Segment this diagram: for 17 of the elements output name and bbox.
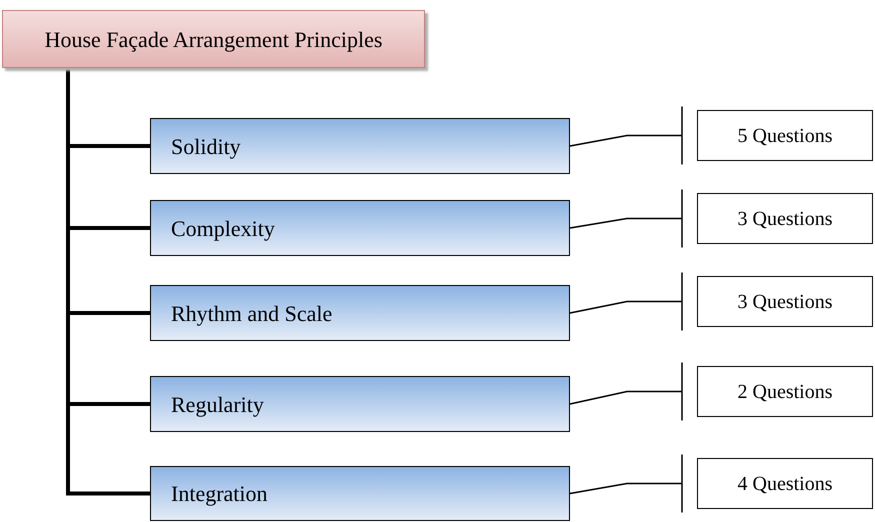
connector-line [570, 362, 683, 422]
title-box: House Façade Arrangement Principles [2, 10, 425, 68]
connector-line [570, 454, 683, 514]
connector-line [66, 68, 150, 496]
category-box: Complexity [150, 200, 570, 256]
connector-line [570, 106, 683, 166]
question-count-box: 4 Questions [697, 458, 873, 509]
connector-line [570, 272, 683, 332]
question-count-box: 5 Questions [697, 110, 873, 161]
category-box: Solidity [150, 118, 570, 174]
category-box: Rhythm and Scale [150, 285, 570, 341]
category-box: Integration [150, 466, 570, 521]
connector-line [570, 188, 683, 248]
question-count-box: 2 Questions [697, 366, 873, 417]
category-box: Regularity [150, 376, 570, 432]
question-count-box: 3 Questions [697, 193, 873, 244]
question-count-box: 3 Questions [697, 276, 873, 327]
